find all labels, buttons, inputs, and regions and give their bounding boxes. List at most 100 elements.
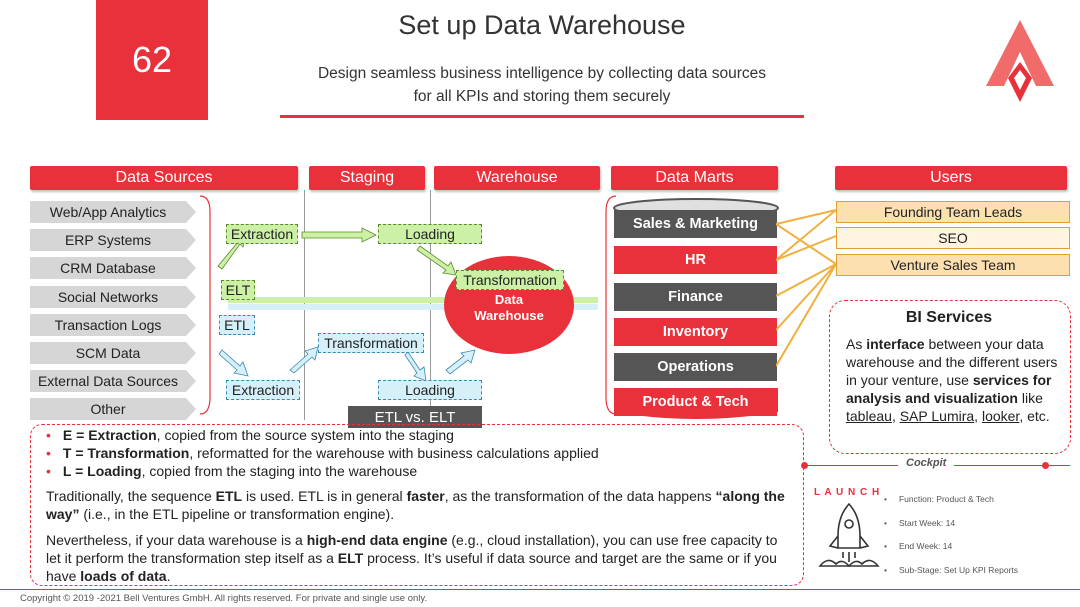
mart-operations: Operations <box>614 353 777 381</box>
bullet-dot: • <box>46 463 51 479</box>
source-social-networks: Social Networks <box>30 286 196 308</box>
p1-e: , as the transformation of the data happ… <box>444 488 716 504</box>
page-subtitle: Design seamless business intelligence by… <box>280 62 804 108</box>
bullet-dot: • <box>46 427 51 443</box>
paragraph-elt: Nevertheless, if your data warehouse is … <box>46 531 786 585</box>
cockpit-rule-dot-left <box>801 462 808 469</box>
elt-label: ELT <box>221 280 255 300</box>
bi-text-1: As <box>846 336 867 352</box>
cockpit-item-start-week: • Start Week: 14 <box>884 512 1018 536</box>
mart-hr: HR <box>614 246 777 274</box>
etl-vs-elt-tab: ETL vs. ELT <box>348 406 482 428</box>
bullet-extraction-term: E = Extraction <box>62 427 157 443</box>
p2-a: Nevertheless, if your data warehouse is … <box>46 532 307 548</box>
header-data-marts: Data Marts <box>611 166 778 190</box>
logo-icon <box>986 20 1054 102</box>
p1-b: ETL <box>215 488 243 504</box>
p2-g: . <box>166 568 171 584</box>
source-web-app-analytics: Web/App Analytics <box>30 201 196 223</box>
mart-inventory: Inventory <box>614 318 777 346</box>
marts-bracket <box>605 195 617 415</box>
source-external-data-sources: External Data Sources <box>30 370 196 392</box>
transformation-elt-box: Transformation <box>456 270 564 290</box>
source-transaction-logs: Transaction Logs <box>30 314 196 336</box>
bullet-loading: • L = Loading, copied from the staging in… <box>46 462 786 480</box>
header-data-sources: Data Sources <box>30 166 298 190</box>
bullet-extraction: • E = Extraction, copied from the source … <box>46 426 786 444</box>
bi-text-services: services for analysis and visualization <box>846 372 1052 406</box>
link-sap-lumira[interactable]: SAP Lumira <box>899 408 975 424</box>
source-erp-systems: ERP Systems <box>30 229 196 251</box>
title-underline <box>280 115 804 118</box>
cockpit-bullet: • <box>884 517 887 528</box>
warehouse-label-line-1: Data <box>494 292 524 307</box>
p2-c: (e.g., cloud installation), you can use … <box>46 532 778 566</box>
cockpit-rule-dot-right <box>1042 462 1049 469</box>
mart-finance: Finance <box>614 283 777 311</box>
bi-services-text: As interface between your data warehouse… <box>846 336 1058 424</box>
bullet-transformation: •T = Transformation, reformatted for the… <box>46 444 786 462</box>
etl-definitions: • E = Extraction, copied from the source … <box>46 426 786 480</box>
transformation-etl-box: Transformation <box>318 333 424 353</box>
p1-f: “along the way” <box>46 488 785 522</box>
p1-a: Traditionally, the sequence <box>46 488 216 504</box>
p2-e: process. It’s useful if data source and … <box>46 550 777 584</box>
cockpit-bullet: • <box>884 541 887 551</box>
subtitle-line-2: for all KPIs and storing them securely <box>413 88 671 105</box>
mart-sales-marketing: Sales & Marketing <box>614 210 777 238</box>
bullet-loading-text: , copied from the staging into the wareh… <box>141 463 418 479</box>
bullet-transformation-text: , reformatted for the warehouse with bus… <box>189 445 599 461</box>
extraction-etl-box: Extraction <box>226 380 300 400</box>
etl-flow-arrows <box>217 227 476 382</box>
p2-d: ELT <box>337 550 364 566</box>
page-title: Set up Data Warehouse <box>398 10 686 40</box>
mart-user-connectors <box>776 209 837 367</box>
bullet-dot: • <box>46 445 51 461</box>
cockpit-end-week-text: End Week: 14 <box>898 541 953 551</box>
slide-number: 62 <box>96 0 208 120</box>
bi-text-2: between your data warehouse and the diff… <box>846 336 1058 388</box>
cockpit-sub-stage-text: Sub-Stage: Set Up KPI Reports <box>898 564 1019 575</box>
cockpit-bullet: • <box>884 494 887 504</box>
user-seo: SEO <box>836 227 1070 249</box>
bi-text-3: like <box>1017 390 1043 406</box>
sources-bracket <box>199 195 211 415</box>
extraction-elt-box: Extraction <box>226 224 298 244</box>
paragraph-etl: Traditionally, the sequence ETL is used.… <box>46 487 786 523</box>
cockpit-item-end-week: • End Week: 14 <box>884 535 1018 559</box>
launch-label: L A U N C H <box>814 487 881 498</box>
bi-services-box <box>829 300 1071 454</box>
source-crm-database: CRM Database <box>30 257 196 279</box>
explanation-box <box>30 424 804 586</box>
p1-d: faster <box>406 488 445 504</box>
user-venture-sales-team: Venture Sales Team <box>836 254 1070 276</box>
header-users: Users <box>835 166 1067 190</box>
p1-c: is used. ETL is in general <box>242 488 407 504</box>
elt-band <box>228 297 598 303</box>
p2-b: high-end data engine <box>306 532 448 548</box>
p1-g: (i.e., in the ETL pipeline or transforma… <box>79 506 395 522</box>
data-warehouse-label: Data Warehouse <box>444 292 574 324</box>
cockpit-function-text: Function: Product & Tech <box>898 494 994 504</box>
cockpit-bullet: • <box>884 564 887 575</box>
link-tableau[interactable]: tableau <box>846 408 892 424</box>
warehouse-label-line-2: Warehouse <box>474 308 544 323</box>
bullet-loading-term: L = Loading <box>62 463 142 479</box>
subtitle-line-1: Design seamless business intelligence by… <box>317 65 767 82</box>
cockpit-label: Cockpit <box>898 457 955 469</box>
bi-services-title: BI Services <box>905 309 993 326</box>
cockpit-list: • Function: Product & Tech • Start Week: 1… <box>884 488 1018 582</box>
source-other: Other <box>30 398 196 420</box>
footer-rule <box>0 589 1080 590</box>
source-scm-data: SCM Data <box>30 342 196 364</box>
bullet-extraction-text: , copied from the source system into the… <box>156 427 454 443</box>
etl-band <box>228 304 598 310</box>
bi-text-4: , etc. <box>1019 408 1050 424</box>
rocket-icon <box>818 502 880 568</box>
header-staging: Staging <box>309 166 425 190</box>
cockpit-item-function: • Function: Product & Tech <box>884 488 1018 512</box>
bi-text-interface: interface <box>866 336 925 352</box>
header-warehouse: Warehouse <box>434 166 600 190</box>
cockpit-start-week-text: Start Week: 14 <box>898 517 956 528</box>
link-looker[interactable]: looker <box>981 408 1020 424</box>
